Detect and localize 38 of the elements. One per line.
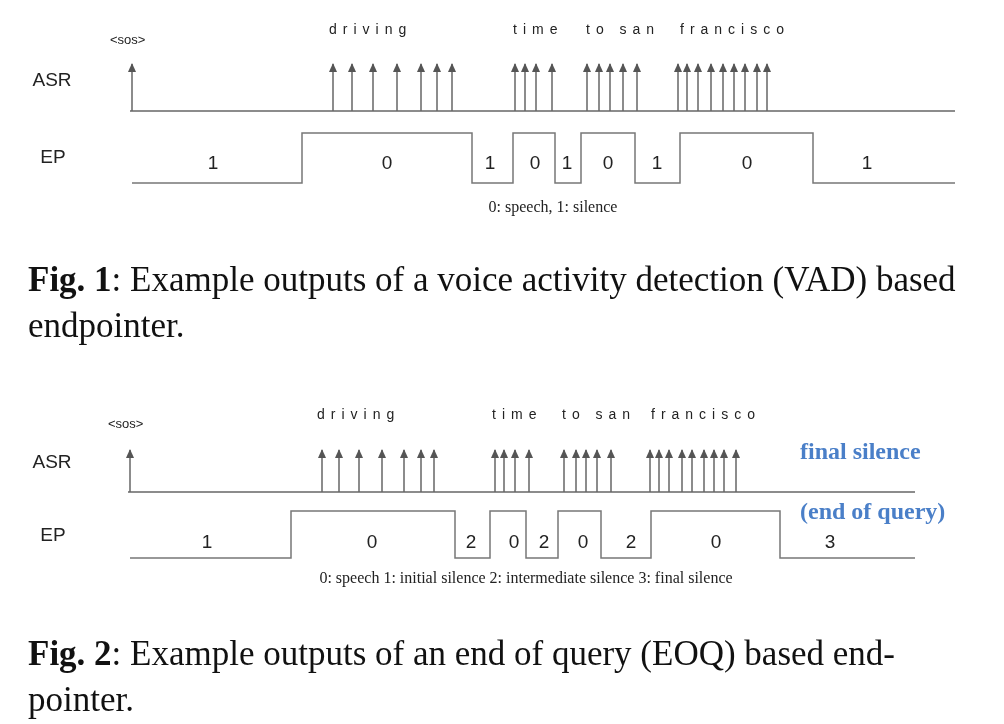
word-label: francisco [651,407,762,423]
figure-caption: Fig. 2: Example outputs of an end of query (EOQ) based end-pointer. [28,632,896,721]
state-value: 0 [602,152,614,174]
state-value: 2 [625,531,637,553]
state-value: 2 [465,531,477,553]
word-label: driving [329,22,413,38]
state-value: 0 [508,531,520,553]
axis-label: ASR [32,451,72,473]
state-value: 1 [651,152,663,174]
state-value: 1 [484,152,496,174]
word-label: to san [562,407,637,423]
state-value: 1 [561,152,573,174]
token-label: <sos> [108,416,144,432]
legend-note: 0: speech 1: initial silence 2: intermediate silence 3: final silence [319,569,733,587]
state-value: 1 [201,531,213,553]
state-value: 0 [741,152,753,174]
axis-label: EP [40,146,66,168]
word-label: time [513,22,564,38]
state-value: 1 [861,152,873,174]
word-label: to san [586,22,661,38]
word-label: francisco [680,22,791,38]
legend-note: 0: speech, 1: silence [488,198,618,216]
state-value: 0 [577,531,589,553]
annotation-text: (end of query) [800,497,946,525]
word-label: time [492,407,543,423]
state-value: 0 [366,531,378,553]
axis-label: ASR [32,69,72,91]
token-label: <sos> [110,32,146,48]
state-value: 0 [381,152,393,174]
state-value: 1 [207,152,219,174]
figure-caption: Fig. 1: Example outputs of a voice activity detection (VAD) based endpointer. [28,258,957,347]
state-value: 0 [710,531,722,553]
axis-label: EP [40,524,66,546]
word-label: driving [317,407,401,423]
state-value: 0 [529,152,541,174]
annotation-text: final silence [800,437,921,465]
state-value: 3 [824,531,836,553]
state-value: 2 [538,531,550,553]
